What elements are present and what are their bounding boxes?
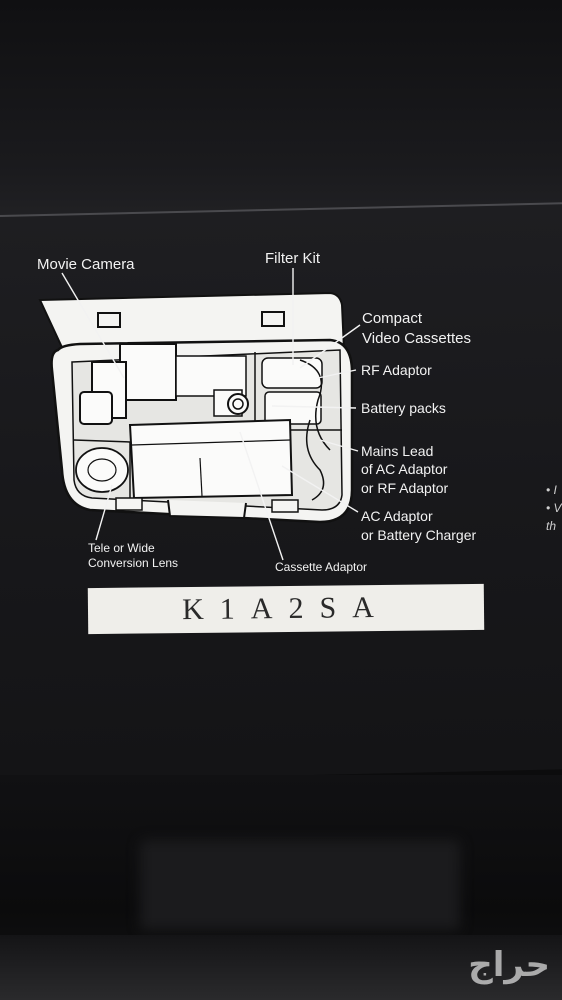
model-code-box: K1A2SA <box>87 583 485 635</box>
ac-adaptor-label-1: AC Adaptor <box>361 508 433 524</box>
edge-text-line-2: • V <box>546 501 562 515</box>
mains-lead-label-2: of AC Adaptor <box>361 461 448 477</box>
compact-video-cassettes-label-1: Compact <box>362 310 423 327</box>
mains-lead-label-3: or RF Adaptor <box>361 480 449 496</box>
cassette-adaptor-label: Cassette Adaptor <box>275 560 368 574</box>
edge-text-line-1: • I <box>546 483 557 497</box>
case-handle <box>167 499 247 520</box>
site-watermark: حراج <box>468 945 550 985</box>
movie-camera <box>119 343 177 401</box>
model-code: K1A2SA <box>181 590 391 627</box>
lid-latch-right <box>261 311 285 327</box>
blurred-box-print <box>140 840 460 930</box>
background-shadow <box>0 0 562 235</box>
compact-video-cassettes-label-2: Video Cassettes <box>362 330 471 347</box>
cassette-adaptor <box>128 418 294 500</box>
lid-latch-left <box>97 312 121 328</box>
mains-lead-label-1: Mains Lead <box>361 443 434 459</box>
surface-strip <box>0 935 562 1000</box>
rf-adaptor-label: RF Adaptor <box>361 362 432 378</box>
edge-text-line-3: th <box>546 519 557 533</box>
tele-wide-lens-label-1: Tele or Wide <box>88 541 155 555</box>
ac-adaptor-label-2: or Battery Charger <box>361 527 477 543</box>
filter-kit-label: Filter Kit <box>265 250 321 267</box>
battery-packs-label: Battery packs <box>361 400 446 416</box>
tele-wide-lens-label-2: Conversion Lens <box>88 556 179 570</box>
conversion-lens <box>75 447 129 493</box>
movie-camera-label: Movie Camera <box>37 256 135 273</box>
